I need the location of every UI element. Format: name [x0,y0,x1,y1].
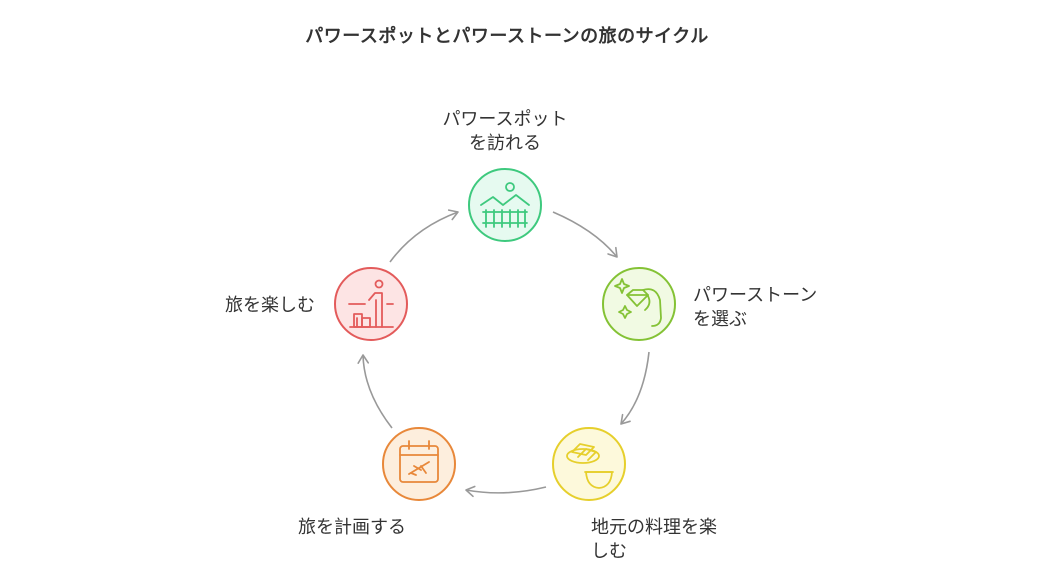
label-choose-power-stone: パワーストーン を選ぶ [693,284,817,332]
calendar-plane-icon [399,440,439,483]
node-visit-power-spot [468,168,542,242]
label-line: を訪れる [469,133,541,154]
node-circle [468,168,542,242]
node-local-food [552,427,626,501]
node-enjoy-trip [334,267,408,341]
landscape-icon [480,182,530,228]
label-line: パワースポット [442,109,568,130]
arrow-visit-to-choose [552,211,618,258]
label-line: パワーストーン [693,285,818,306]
node-circle [334,267,408,341]
node-plan-trip [382,427,456,501]
gem-hand-icon [614,278,662,327]
food-dish-icon [566,443,614,489]
label-line: しむ [591,541,627,562]
arrow-food-to-plan [465,485,547,498]
arrow-enjoy-to-visit [389,209,459,263]
node-circle [382,427,456,501]
label-enjoy-trip: 旅を楽しむ [200,294,315,318]
arrow-plan-to-enjoy [357,354,393,429]
label-line: 地元の料理を楽 [591,517,717,538]
label-line: 旅を楽しむ [225,295,315,316]
podium-person-icon [348,279,394,328]
diagram-title: パワースポットとパワーストーンの旅のサイクル [305,26,709,47]
label-visit-power-spot: パワースポット を訪れる [430,108,580,156]
arrow-choose-to-food [620,351,650,425]
label-plan-trip: 旅を計画する [298,516,406,540]
label-local-food: 地元の料理を楽 しむ [591,516,717,564]
node-choose-power-stone [602,267,676,341]
label-line: を選ぶ [693,309,747,330]
label-line: 旅を計画する [298,517,406,538]
node-circle [552,427,626,501]
